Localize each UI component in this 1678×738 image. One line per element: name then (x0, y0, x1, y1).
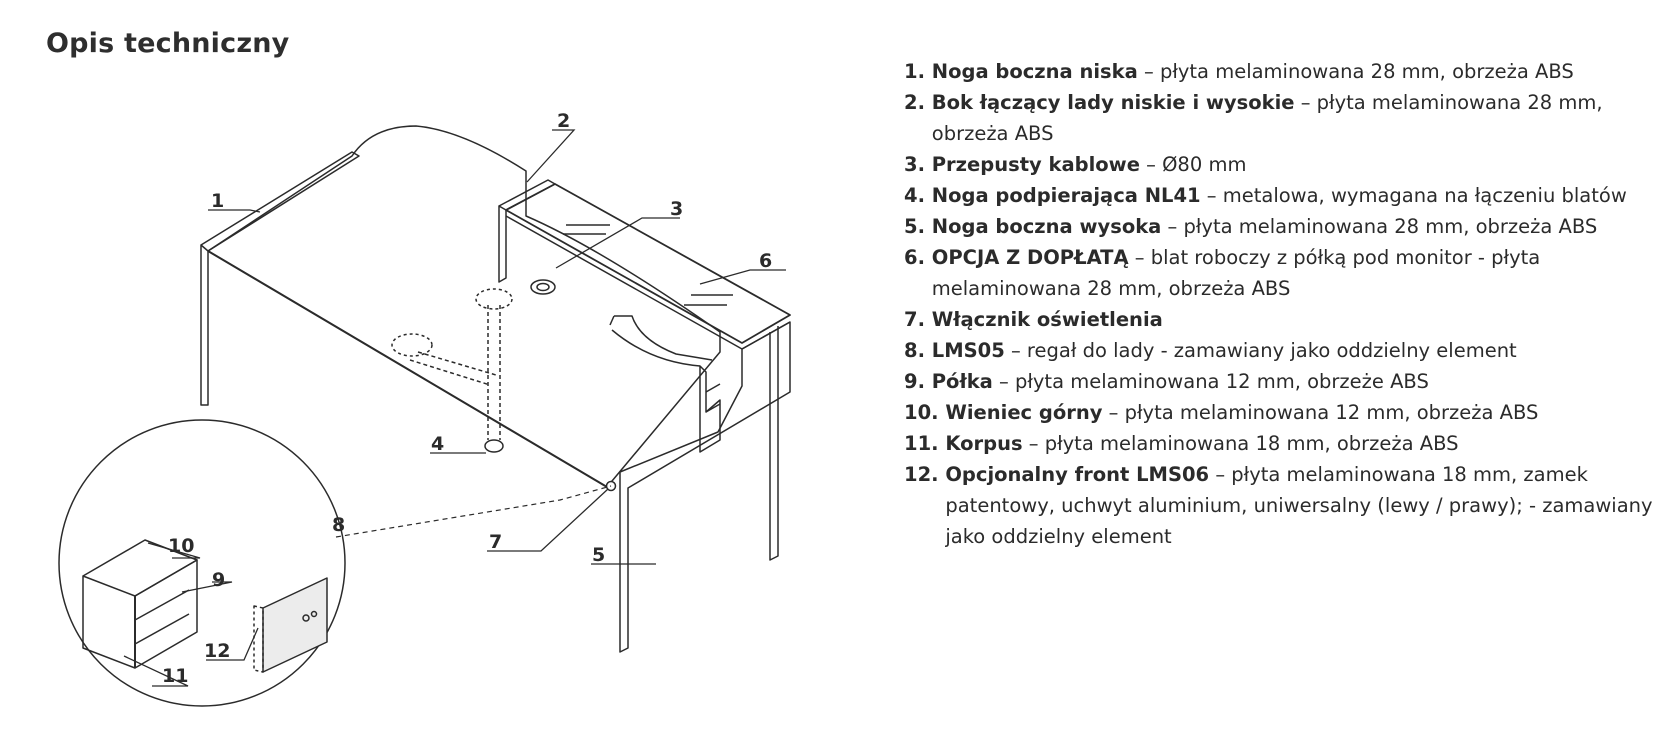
spec-number: 12. (904, 463, 946, 486)
spec-item-6: 6. OPCJA Z DOPŁATĄ – blat roboczy z półk… (904, 242, 1664, 304)
spec-desc: – metalowa, wymagana na łączeniu blatów (1200, 184, 1627, 207)
cable-grommet (391, 279, 556, 357)
spec-desc: – płyta melaminowana 18 mm, obrzeża ABS (1022, 432, 1459, 455)
spec-body: Włącznik oświetlenia (932, 304, 1664, 335)
spec-body: Bok łączący lady niskie i wysokie – płyt… (932, 87, 1664, 149)
spec-body: Wieniec górny – płyta melaminowana 12 mm… (945, 397, 1664, 428)
high-top (505, 183, 791, 344)
spec-number: 3. (904, 153, 932, 176)
spec-desc: – płyta melaminowana 18 mm, zamek patent… (945, 463, 1653, 548)
spec-name: Bok łączący lady niskie i wysokie (931, 91, 1295, 114)
callout-10: 10 (168, 535, 194, 557)
spec-name: LMS05 (931, 339, 1005, 362)
spec-name: Noga podpierająca NL41 (931, 184, 1201, 207)
spec-body: Noga podpierająca NL41 – metalowa, wymag… (932, 180, 1664, 211)
spec-name: OPCJA Z DOPŁATĄ (931, 246, 1129, 269)
reception-desk (200, 125, 791, 653)
spec-desc: – regał do lady - zamawiany jako oddziel… (1004, 339, 1517, 362)
spec-body: Korpus – płyta melaminowana 18 mm, obrze… (945, 428, 1664, 459)
spec-name: Włącznik oświetlenia (931, 308, 1163, 331)
spec-body: Przepusty kablowe – Ø80 mm (932, 149, 1664, 180)
callout-1: 1 (211, 190, 224, 212)
spec-number: 1. (904, 60, 932, 83)
low-side-leg (200, 244, 209, 406)
callout-9: 9 (212, 569, 225, 591)
spec-body: OPCJA Z DOPŁATĄ – blat roboczy z półką p… (932, 242, 1664, 304)
callout-4: 4 (431, 433, 444, 455)
callout-5: 5 (592, 544, 605, 566)
spec-desc: – płyta melaminowana 28 mm, obrzeża ABS (1161, 215, 1598, 238)
detail-circle (58, 419, 346, 707)
connecting-side-panel (498, 205, 507, 283)
spec-list: 1. Noga boczna niska – płyta melaminowan… (904, 56, 1664, 552)
spec-name: Noga boczna wysoka (931, 215, 1162, 238)
callout-7: 7 (489, 531, 502, 553)
spec-item-8: 8. LMS05 – regał do lady - zamawiany jak… (904, 335, 1664, 366)
spec-number: 7. (904, 308, 932, 331)
spec-name: Przepusty kablowe (931, 153, 1140, 176)
support-leg-foot (484, 439, 504, 453)
spec-body: Opcjonalny front LMS06 – płyta melaminow… (945, 459, 1664, 552)
support-leg-nl41 (409, 305, 501, 440)
callout-3: 3 (670, 198, 683, 220)
spec-item-9: 9. Półka – płyta melaminowana 12 mm, obr… (904, 366, 1664, 397)
spec-desc: – płyta melaminowana 12 mm, obrzeże ABS (992, 370, 1429, 393)
leader-lines (123, 129, 786, 687)
optional-front-lms06 (253, 577, 328, 673)
high-side-leg (619, 321, 791, 653)
spec-name: Wieniec górny (945, 401, 1103, 424)
spec-item-11: 11. Korpus – płyta melaminowana 18 mm, o… (904, 428, 1664, 459)
spec-number: 11. (904, 432, 946, 455)
spec-item-5: 5. Noga boczna wysoka – płyta melaminowa… (904, 211, 1664, 242)
spec-desc: – blat roboczy z półką pod monitor - pły… (931, 246, 1541, 300)
low-desktop (207, 125, 721, 488)
spec-desc: – płyta melaminowana 28 mm, obrzeża ABS (1137, 60, 1574, 83)
spec-item-3: 3. Przepusty kablowe – Ø80 mm (904, 149, 1664, 180)
spec-item-12: 12. Opcjonalny front LMS06 – płyta melam… (904, 459, 1664, 552)
callout-8: 8 (332, 514, 345, 536)
spec-body: Noga boczna niska – płyta melaminowana 2… (932, 56, 1664, 87)
spec-item-10: 10. Wieniec górny – płyta melaminowana 1… (904, 397, 1664, 428)
spec-number: 8. (904, 339, 932, 362)
front-lock (302, 614, 310, 622)
spec-item-7: 7. Włącznik oświetlenia (904, 304, 1664, 335)
spec-item-1: 1. Noga boczna niska – płyta melaminowan… (904, 56, 1664, 87)
spec-desc: – Ø80 mm (1139, 153, 1247, 176)
spec-body: Półka – płyta melaminowana 12 mm, obrzeż… (932, 366, 1664, 397)
spec-item-4: 4. Noga podpierająca NL41 – metalowa, wy… (904, 180, 1664, 211)
spec-number: 4. (904, 184, 932, 207)
callout-12: 12 (204, 640, 230, 662)
spec-body: Noga boczna wysoka – płyta melaminowana … (932, 211, 1664, 242)
spec-number: 9. (904, 370, 932, 393)
callout-6: 6 (759, 250, 772, 272)
spec-item-2: 2. Bok łączący lady niskie i wysokie – p… (904, 87, 1664, 149)
shelf-unit-lms05 (82, 539, 198, 669)
spec-name: Korpus (945, 432, 1023, 455)
inner-shelf-unit (699, 365, 721, 453)
page-title: Opis techniczny (46, 28, 290, 59)
spec-number: 2. (904, 91, 932, 114)
spec-name: Noga boczna niska (931, 60, 1138, 83)
spec-number: 5. (904, 215, 932, 238)
callout-11: 11 (162, 665, 188, 687)
spec-desc: – płyta melaminowana 12 mm, obrzeża ABS (1102, 401, 1539, 424)
spec-body: LMS05 – regał do lady - zamawiany jako o… (932, 335, 1664, 366)
spec-name: Półka (931, 370, 993, 393)
spec-name: Opcjonalny front LMS06 (945, 463, 1210, 486)
spec-desc: – płyta melaminowana 28 mm, obrzeża ABS (931, 91, 1603, 145)
desk-technical-drawing: 1 2 3 4 5 6 7 8 9 10 11 12 (58, 110, 791, 707)
callout-2: 2 (557, 110, 570, 132)
spec-number: 10. (904, 401, 946, 424)
spec-number: 6. (904, 246, 932, 269)
